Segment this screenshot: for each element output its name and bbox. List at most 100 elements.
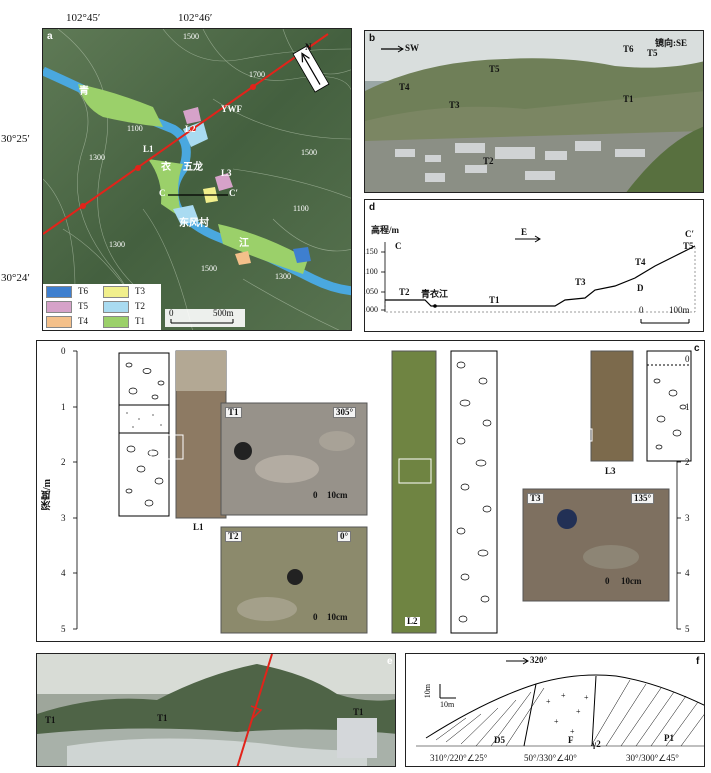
contour-label-6: 1300 (109, 240, 125, 249)
river-char-1: 青 (79, 86, 89, 97)
log-l3-label: L3 (605, 466, 616, 476)
log-l1-label: L1 (193, 522, 204, 532)
north-arrow (292, 45, 330, 93)
legend-t5: T5 (46, 301, 88, 313)
photo-e-t1-left: T1 (45, 715, 56, 725)
legend-t2-swatch (103, 301, 129, 313)
terrace-t4-b: T4 (399, 82, 410, 92)
profile-t4: T4 (635, 257, 646, 267)
legend-t4: T4 (46, 316, 88, 328)
terrace-t3-b: T3 (449, 100, 460, 110)
contour-label-5: 1700 (249, 70, 265, 79)
depth-axis-left (73, 350, 692, 634)
panel-f-sketch: +++ +++ f 320° 10m 10m D5 F γ2 P1 310°/2… (405, 653, 705, 767)
panel-c-label: c (694, 343, 700, 354)
legend-t6: T6 (46, 286, 88, 298)
locality-l2: L2 (185, 124, 196, 134)
unit-d5: D5 (494, 735, 505, 745)
depth-tick-0: 0 (61, 346, 66, 356)
map-terrain (43, 29, 351, 330)
sketch-direction: 320° (530, 655, 548, 665)
legend-t3-swatch (103, 286, 129, 298)
cross-section (381, 235, 696, 324)
photo-t1-label: T1 (225, 407, 242, 418)
attitude-p1: 30°/300°∠45° (626, 753, 679, 763)
direction-e: E (521, 227, 528, 237)
sketch-scale-v: 10m (423, 684, 432, 699)
legend-t4-swatch (46, 316, 72, 328)
contour-label-3: 1500 (183, 32, 199, 41)
village-wulong: 五龙 (183, 162, 203, 173)
terrace-t5-b1: T5 (647, 48, 658, 58)
attitude-gamma2: 50°/330°∠40° (524, 753, 577, 763)
panel-b-photo: b SW 镜向:SE T6 T5 T5 T4 T3 T1 T2 (364, 30, 704, 193)
contour-label-8: 1100 (293, 204, 309, 213)
legend-t3: T3 (103, 286, 145, 298)
legend-t6-swatch (46, 286, 72, 298)
lon-left-label: 102°45′ (66, 12, 101, 24)
lon-right-label: 102°46′ (178, 12, 213, 24)
section-end-c2: C′ (685, 229, 695, 239)
photo-t3-angle: 135° (631, 493, 655, 504)
photo-t1-scale-zero: 0 (313, 490, 318, 500)
depth-tick-2: 2 (61, 457, 66, 467)
photo-t3-scale: 10cm (621, 576, 642, 586)
lat-bottom-label: 30°24′ (1, 272, 30, 284)
map-legend: T6 T3 T5 T2 T4 T1 (43, 284, 161, 330)
panel-f-label: f (696, 656, 700, 667)
photo-e-t1-right: T1 (353, 707, 364, 717)
sketch-scale-h: 10m (440, 700, 455, 709)
profile-t5: T5 (683, 241, 694, 251)
unit-gamma2: γ2 (592, 739, 601, 749)
river-char-2: 衣 (161, 162, 171, 173)
photo-t2-scale-zero: 0 (313, 612, 318, 622)
svg-text:+: + (570, 727, 575, 736)
village-dongfeng: 东风村 (179, 218, 209, 229)
terrace-t2-b: T2 (483, 156, 494, 166)
svg-text:+: + (546, 697, 551, 706)
svg-text:+: + (554, 717, 559, 726)
contour-label-2: 1300 (89, 153, 105, 162)
photo-t2-scale: 10cm (327, 612, 348, 622)
photo-e-t1-mid: T1 (157, 713, 168, 723)
unit-p1: P1 (664, 733, 674, 743)
profile-t3: T3 (575, 277, 586, 287)
panel-a-map: a N YWF 青 衣 江 五龙 东风村 C C′ L1 L2 L3 1100 … (42, 28, 352, 331)
section-c-label: C (159, 188, 166, 198)
panel-c-logs: c 深度/m 0 1 2 3 4 5 0 1 2 3 4 5 L1 L2 L3 … (36, 340, 705, 642)
panorama-photo (365, 31, 703, 192)
photo-t1-angle: 305° (333, 407, 357, 418)
svg-text:+: + (584, 693, 589, 702)
photo-direction: SW (405, 43, 420, 53)
photo-t1-scale: 10cm (327, 490, 348, 500)
depth-tick-5: 5 (61, 624, 66, 634)
section-start-c: C (395, 241, 402, 251)
locality-l1: L1 (143, 144, 154, 154)
fault-line (43, 33, 329, 235)
legend-t1: T1 (103, 316, 145, 328)
profile-t1: T1 (489, 295, 500, 305)
panel-e-photo: e T1 T1 T1 (36, 653, 396, 767)
profile-t2: T2 (399, 287, 410, 297)
depth-tick-r0: 0 (685, 354, 690, 364)
profile-scale-label: 100m (669, 305, 690, 315)
panel-e-label: e (387, 656, 393, 667)
ytick-1100: 1100 (365, 267, 378, 276)
geologic-sketch: +++ +++ (416, 657, 704, 747)
depth-tick-r2: 2 (685, 457, 690, 467)
depth-tick-r1: 1 (685, 402, 690, 412)
terrace-t5-b2: T5 (489, 64, 500, 74)
depth-tick-3: 3 (61, 513, 66, 523)
terrace-t1-b: T1 (623, 94, 634, 104)
photo-t2-label: T2 (225, 531, 242, 542)
ytick-1050: 1050 (365, 287, 378, 296)
north-label: N (305, 42, 312, 52)
photo-t2-angle: 0° (337, 531, 352, 542)
legend-t1-swatch (103, 316, 129, 328)
fault-label: YWF (221, 104, 242, 114)
depth-tick-r3: 3 (685, 513, 690, 523)
legend-t5-swatch (46, 301, 72, 313)
ytick-1150: 1150 (365, 247, 378, 256)
